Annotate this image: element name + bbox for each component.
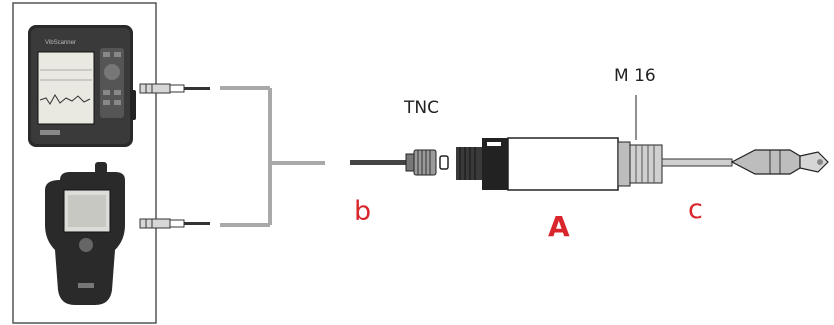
label-b: b	[354, 196, 372, 227]
device-plug-top-icon	[139, 83, 210, 94]
analyzer-device-icon: VibScanner	[28, 25, 136, 147]
cable-b-icon	[350, 149, 449, 176]
meter-button	[79, 238, 93, 252]
handheld-meter-icon	[45, 162, 125, 305]
bracket-cable-lines	[220, 86, 325, 227]
tnc-label: TNC	[404, 98, 439, 118]
sensor-a-icon	[456, 95, 663, 191]
device-brand-text: VibScanner	[45, 40, 76, 46]
label-a: A	[548, 210, 570, 243]
label-c: c	[688, 194, 703, 225]
device-screen	[37, 51, 95, 125]
cable-c-icon	[661, 149, 829, 175]
m16-label: M 16	[614, 66, 656, 86]
device-plug-bottom-icon	[139, 218, 210, 229]
device-screen-waveform	[39, 94, 91, 105]
